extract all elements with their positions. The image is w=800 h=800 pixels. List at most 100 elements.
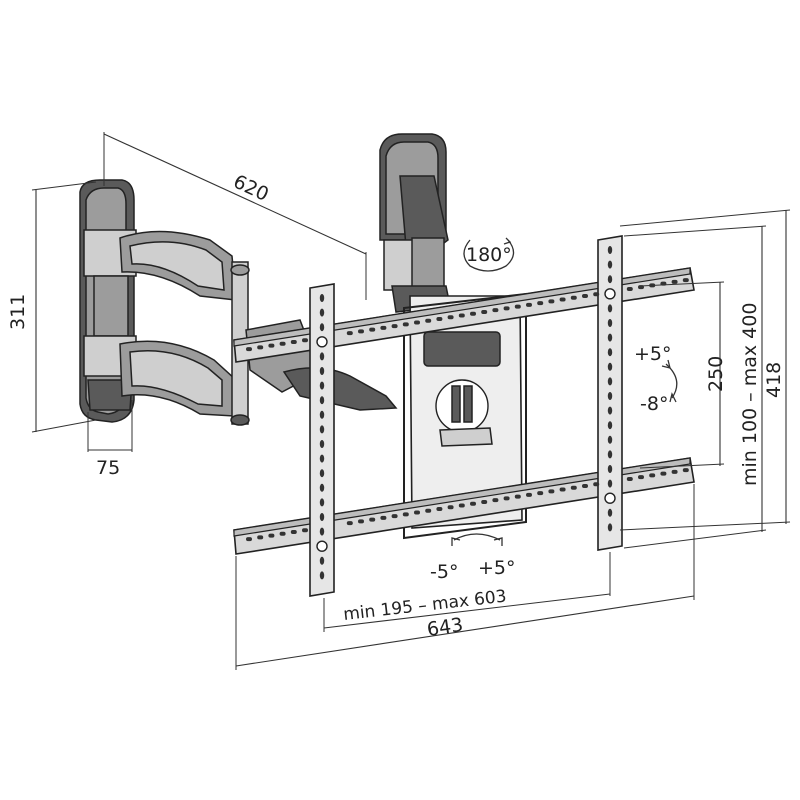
bar-hole [607, 260, 613, 269]
rail-slot [358, 329, 364, 334]
rail-slot [470, 311, 476, 316]
rail-slot [638, 475, 644, 480]
rail-slot [682, 468, 689, 473]
bar-hole [319, 469, 325, 478]
dim-bracket-height: 418 [619, 209, 791, 531]
rail-slot [559, 487, 566, 492]
rotation-indicator: 180° [463, 237, 515, 272]
bar-hole [607, 523, 613, 532]
dim-label-swivel-right: +5° [478, 557, 516, 579]
bar-hole [319, 381, 325, 390]
rail-slot [570, 485, 577, 490]
rail-slot [268, 533, 275, 538]
rail-slot [671, 469, 678, 474]
bar-hole [319, 352, 325, 361]
rotation-arrow-icon [463, 239, 515, 272]
dim-vesa-vertical-range: min 100 – max 400 [623, 225, 767, 549]
bar-hole [607, 333, 613, 342]
rail-slot [302, 338, 308, 343]
rail-slot [526, 302, 532, 307]
rotation-assembly [379, 133, 451, 313]
dim-label-643: 643 [425, 614, 464, 641]
bar-hole [607, 508, 613, 517]
rail-slot [582, 484, 588, 489]
rail-slot [514, 494, 521, 499]
rail-slot [402, 512, 409, 517]
rail-slot [593, 482, 600, 487]
bar-hole [319, 527, 325, 536]
bar-hole [607, 450, 613, 459]
rail-slot [246, 347, 252, 352]
rail-slot [380, 515, 387, 520]
rail-slot [526, 492, 532, 497]
rail-slot [346, 521, 353, 526]
tilt-indicator: +5° -8° [634, 343, 678, 415]
rail-slot [458, 313, 465, 318]
rail-slot [559, 297, 566, 302]
rail-slot [302, 528, 308, 533]
swivel-arrow-icon [453, 533, 501, 541]
bar-hole [607, 348, 613, 357]
rail-slot [268, 343, 275, 348]
rail-slot [391, 324, 398, 329]
rail-slot [649, 473, 656, 478]
bar-hole [316, 540, 328, 552]
dim-wall-plate-height: 311 [7, 181, 97, 433]
rail-slot [369, 327, 376, 332]
rail-slot [660, 471, 667, 476]
rail-slot [582, 294, 588, 299]
dim-label-vesa-vertical-range: min 100 – max 400 [739, 303, 761, 486]
dim-label-250: 250 [705, 356, 727, 392]
dim-label-tilt-up: +5° [634, 343, 672, 365]
rail-slot [279, 341, 286, 346]
rail-slot [682, 278, 689, 283]
rail-slot [346, 331, 353, 336]
rail-slot [447, 315, 454, 320]
rail-slot [290, 340, 297, 345]
rail-slot [425, 318, 432, 323]
rail-slot [391, 514, 398, 519]
tilt-arrow-icon [665, 363, 678, 399]
dim-label-311: 311 [7, 294, 29, 330]
bar-hole [319, 556, 325, 565]
rail-slot [414, 320, 420, 325]
rail-slot [279, 531, 286, 536]
rail-slot [514, 304, 521, 309]
rail-slot [369, 517, 376, 522]
bar-hole [607, 246, 613, 254]
bar-hole [319, 498, 325, 507]
bar-hole [319, 367, 325, 375]
dim-label-418: 418 [763, 362, 785, 398]
rail-slot [358, 519, 364, 524]
bar-hole [604, 288, 616, 300]
dim-label-rotation: 180° [466, 244, 512, 266]
bar-hole [316, 336, 328, 348]
dim-rail-width: 643 [235, 484, 695, 670]
rail-slot [537, 491, 544, 496]
rail-slot [626, 476, 633, 481]
bar-hole [319, 425, 325, 434]
swivel-indicator: -5° +5° [430, 533, 516, 583]
rail-slot [246, 537, 252, 542]
bar-hole [607, 377, 613, 386]
rail-slot [503, 306, 510, 311]
rail-slot [425, 508, 432, 513]
dim-label-620: 620 [230, 171, 272, 206]
bar-hole [607, 275, 613, 284]
bar-hole [607, 304, 613, 313]
rail-slot [458, 503, 465, 508]
bar-hole [319, 410, 325, 419]
bar-hole [319, 396, 325, 405]
bar-hole [607, 406, 613, 415]
rail-slot [548, 489, 555, 494]
rail-slot [492, 498, 499, 503]
rail-slot [626, 286, 633, 291]
rail-slot [436, 507, 443, 512]
bar-hole [607, 465, 613, 473]
bar-hole [319, 513, 325, 521]
bar-hole [319, 483, 325, 492]
dim-vesa-horizontal-range: min 195 – max 603 [323, 552, 611, 632]
rail-slot [537, 301, 544, 306]
bar-hole [319, 454, 325, 463]
